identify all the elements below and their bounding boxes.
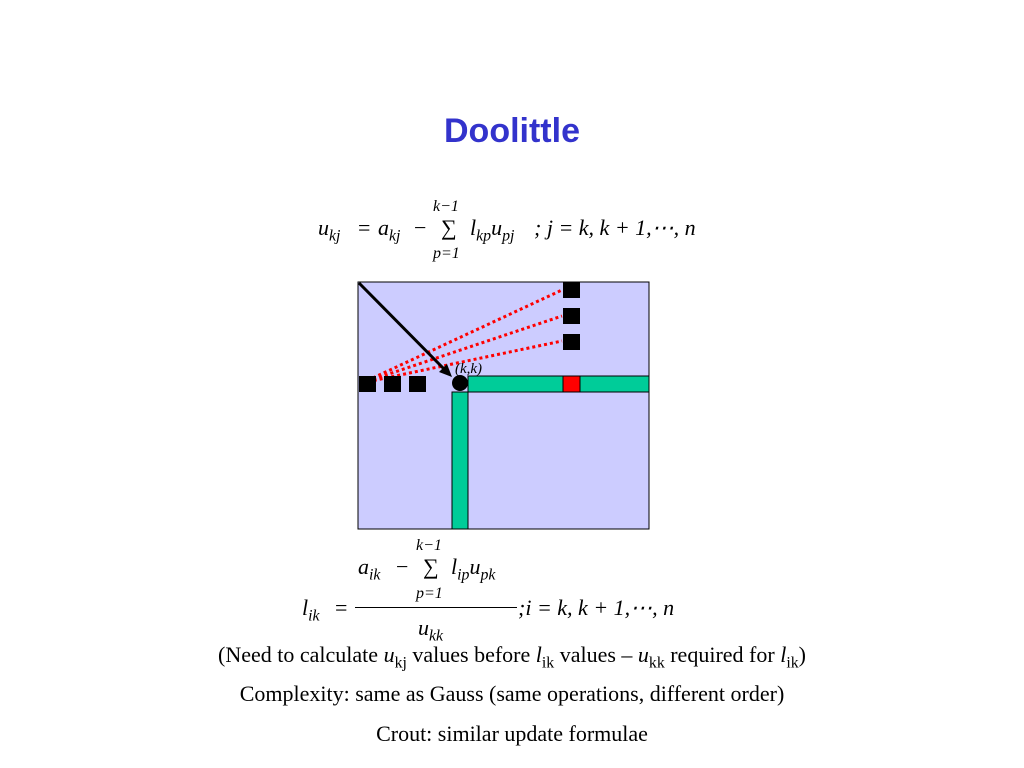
column-band-green [451, 391, 469, 530]
column-square-2 [563, 308, 580, 324]
formula-l-upper-limit: k−1 [416, 537, 442, 554]
formula-l-denominator: ukk [418, 615, 444, 645]
formula-u-upper-limit: k−1 [433, 198, 459, 215]
formula-u-a-term: akj [378, 215, 401, 245]
formula-l-fraction-bar [355, 607, 517, 608]
column-square-1 [563, 282, 580, 298]
row-square-1 [359, 376, 376, 392]
formula-u-equals: = [358, 215, 371, 240]
formula-l-numerator-a: aik [358, 554, 381, 584]
row-square-3 [409, 376, 426, 392]
formula-u-tail: ; j = k, k + 1,⋯, n [534, 215, 696, 240]
pivot-label: (k,k) [455, 361, 482, 377]
formula-l-sigma: ∑ [423, 554, 439, 579]
diagonal-arrow-line [357, 281, 449, 374]
note-line-3: Crout: similar update formulae [376, 721, 648, 746]
row-square-2 [384, 376, 401, 392]
column-square-3 [563, 334, 580, 350]
note-line-1: (Need to calculate ukj values before lik… [218, 642, 806, 672]
formula-u-sum-term: lkpupj [470, 215, 515, 245]
pivot-dot [452, 375, 468, 391]
formula-l-lower-limit: p=1 [416, 585, 443, 602]
note-line-2: Complexity: same as Gauss (same operatio… [239, 681, 785, 706]
formula-u-lower-limit: p=1 [433, 245, 460, 262]
formula-l-minus: − [396, 554, 409, 579]
formula-u-minus: − [414, 215, 427, 240]
formula-l-lhs: lik [302, 595, 320, 625]
row-band-red-cell [562, 375, 581, 393]
slide-title: Doolittle [444, 112, 580, 150]
matrix-background [357, 281, 650, 530]
dotted-line-middle [361, 314, 563, 385]
dotted-line-bottom [361, 339, 563, 385]
dotted-line-top [361, 288, 563, 385]
formula-u-lhs: ukj [318, 215, 341, 245]
row-band-green [467, 375, 650, 393]
formula-l-sum-term: lipupk [451, 554, 496, 584]
formula-u-sigma: ∑ [441, 215, 457, 240]
formula-l-tail: ;i = k, k + 1,⋯, n [518, 595, 675, 620]
formula-l-equals: = [335, 595, 348, 620]
diagonal-arrow-head [439, 364, 452, 377]
